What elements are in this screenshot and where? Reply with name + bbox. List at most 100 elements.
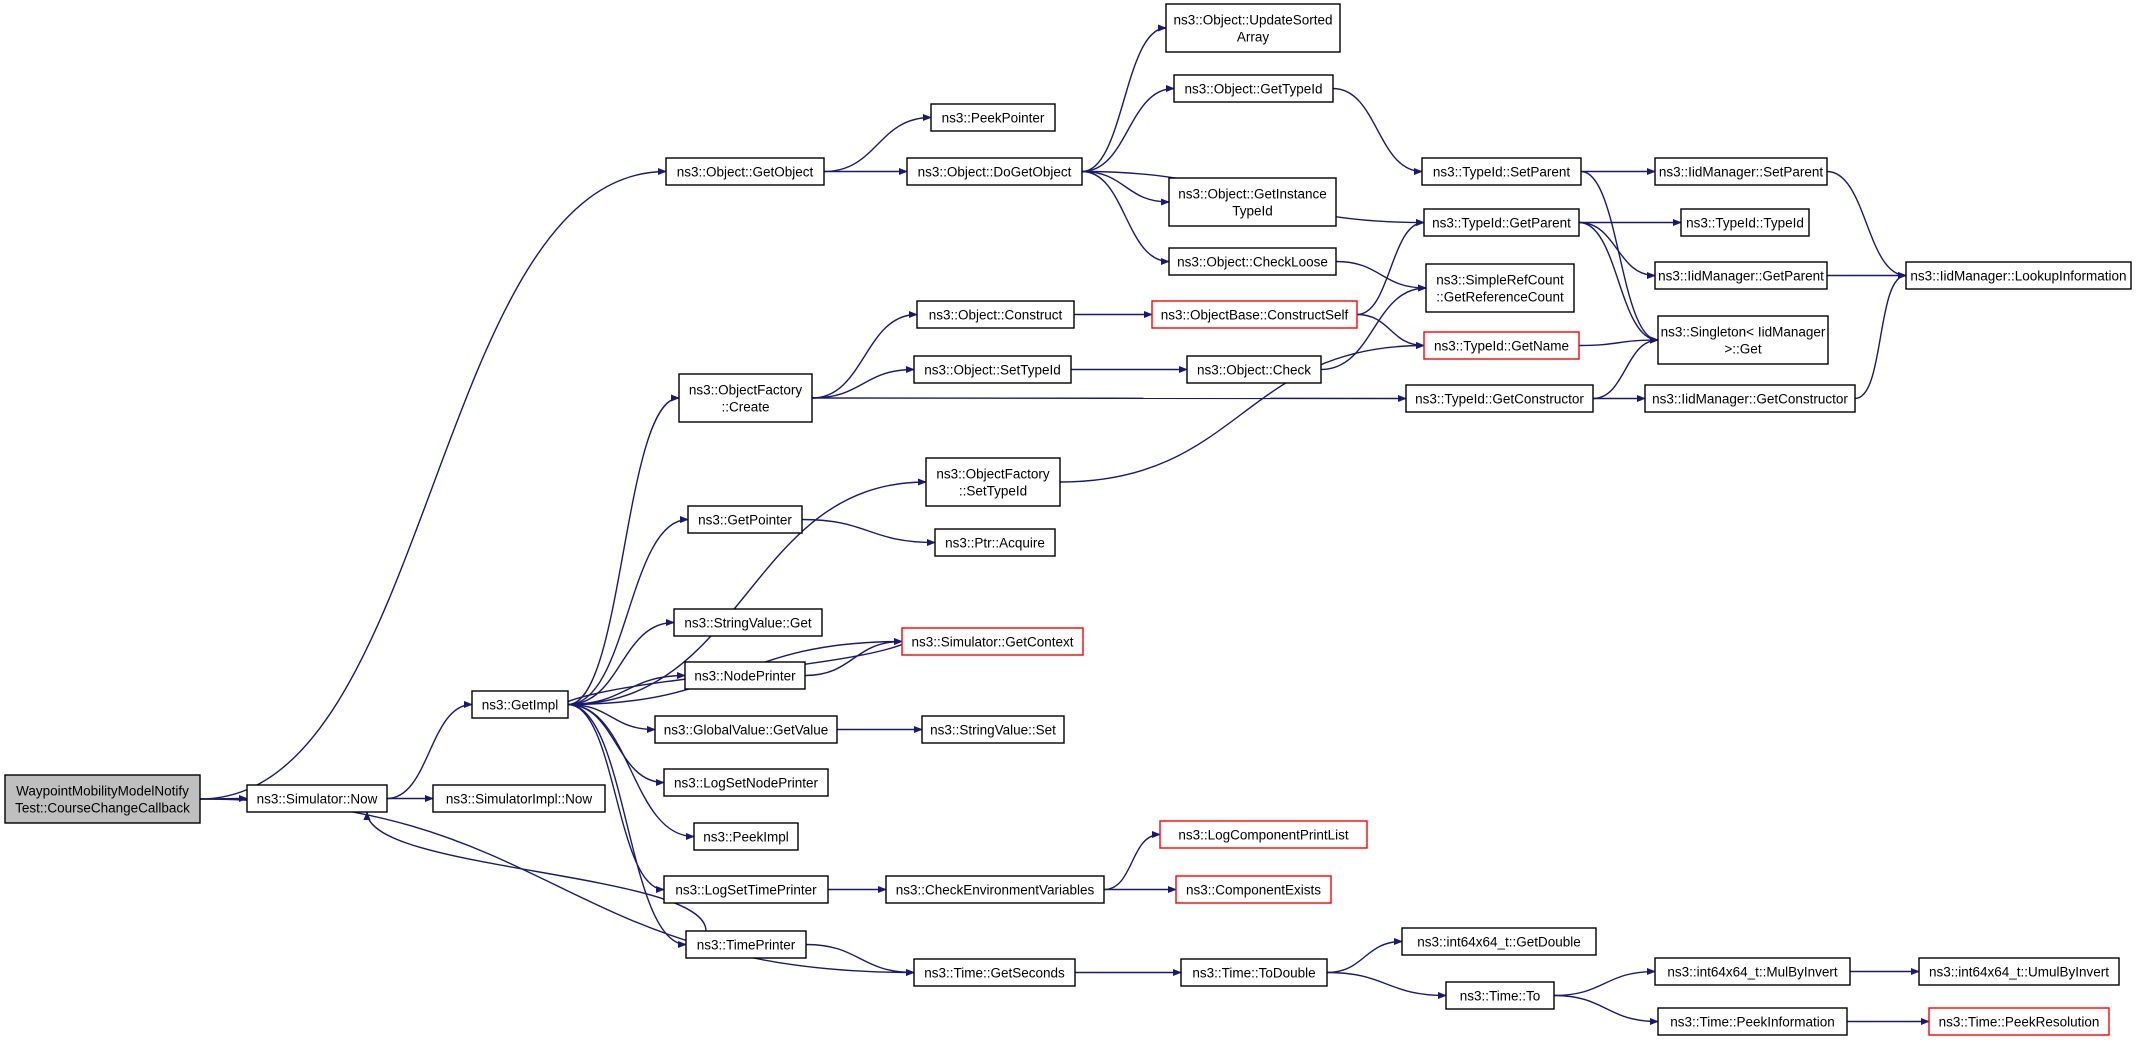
- node-label: ns3::Time::GetSeconds: [924, 966, 1065, 981]
- node-label: ns3::Object::GetTypeId: [1184, 82, 1322, 97]
- edge-objfactory-create-to-tid-getconstructor: [811, 394, 1407, 403]
- node-label: ns3::Object::CheckLoose: [1177, 255, 1328, 270]
- node-ptr-acquire[interactable]: ns3::Ptr::Acquire: [934, 528, 1056, 557]
- node-label: ns3::SimulatorImpl::Now: [446, 792, 593, 807]
- node-label: ns3::TypeId::SetParent: [1433, 165, 1571, 180]
- edge-gettypeid-to-tid-setparent: [1332, 87, 1423, 176]
- node-box: [684, 661, 806, 690]
- node-obj-check[interactable]: ns3::Object::Check: [1186, 355, 1322, 384]
- node-label: ns3::Time::To: [1460, 989, 1541, 1004]
- node-label: ns3::LogComponentPrintList: [1178, 828, 1349, 843]
- node-label: ns3::LogSetNodePrinter: [674, 776, 819, 791]
- node-dogetobject[interactable]: ns3::Object::DoGetObject: [906, 157, 1083, 186]
- node-getimpl[interactable]: ns3::GetImpl: [471, 690, 569, 719]
- node-box: [1175, 875, 1332, 904]
- node-nodeprinter[interactable]: ns3::NodePrinter: [684, 661, 806, 690]
- node-time-peekinformation[interactable]: ns3::Time::PeekInformation: [1657, 1007, 1848, 1036]
- node-label: ns3::Time::PeekInformation: [1670, 1015, 1835, 1030]
- edge-objfactory-settypeid-to-tid-getname: [1059, 341, 1425, 483]
- node-getobject[interactable]: ns3::Object::GetObject: [665, 157, 825, 186]
- node-logcomponentprintlist[interactable]: ns3::LogComponentPrintList: [1159, 820, 1368, 849]
- node-logsetnodeprinter[interactable]: ns3::LogSetNodePrinter: [663, 768, 829, 797]
- node-time-todouble[interactable]: ns3::Time::ToDouble: [1180, 958, 1328, 987]
- edge-root-to-getobject: [199, 167, 667, 800]
- node-time-to[interactable]: ns3::Time::To: [1445, 981, 1555, 1010]
- node-box: [663, 875, 829, 904]
- node-root[interactable]: WaypointMobilityModelNotifyTest::CourseC…: [4, 774, 201, 824]
- node-box: [1918, 957, 2120, 986]
- node-label: ns3::TypeId::GetConstructor: [1415, 392, 1584, 407]
- node-checkenv[interactable]: ns3::CheckEnvironmentVariables: [885, 875, 1105, 904]
- node-obj-construct[interactable]: ns3::Object::Construct: [916, 300, 1075, 329]
- node-box: [673, 608, 823, 637]
- node-simimpl-now[interactable]: ns3::SimulatorImpl::Now: [432, 784, 606, 813]
- node-iid-lookup[interactable]: ns3::IidManager::LookupInformation: [1905, 261, 2132, 290]
- node-box: [1168, 247, 1337, 276]
- edge-timeprinter-to-time-getseconds: [805, 943, 915, 977]
- nodes-layer: WaypointMobilityModelNotifyTest::CourseC…: [4, 3, 2132, 1036]
- node-label: ns3::Simulator::Now: [257, 792, 378, 807]
- node-box: [901, 627, 1084, 656]
- node-getpointer[interactable]: ns3::GetPointer: [687, 505, 803, 534]
- node-stringvalue-get[interactable]: ns3::StringValue::Get: [673, 608, 823, 637]
- edge-time-todouble-to-time-to: [1326, 971, 1447, 1000]
- node-componentexists[interactable]: ns3::ComponentExists: [1175, 875, 1332, 904]
- node-time-getseconds[interactable]: ns3::Time::GetSeconds: [913, 958, 1076, 987]
- node-label: ns3::TypeId::GetName: [1434, 339, 1569, 354]
- node-int64-getdouble[interactable]: ns3::int64x64_t::GetDouble: [1401, 927, 1597, 956]
- node-box: [1680, 208, 1810, 237]
- node-box: [1654, 261, 1828, 290]
- node-label: ns3::Ptr::Acquire: [945, 536, 1045, 551]
- node-box: [1654, 957, 1851, 986]
- edge-getimpl-to-globalvalue-getvalue: [567, 703, 656, 734]
- node-obj-settypeid[interactable]: ns3::Object::SetTypeId: [913, 355, 1072, 384]
- node-box: [916, 300, 1075, 329]
- node-label: ns3::GetImpl: [482, 698, 559, 713]
- node-box: [1405, 384, 1594, 413]
- node-box: [471, 690, 569, 719]
- edge-dogetobject-to-gettypeid: [1081, 84, 1175, 173]
- node-constructself[interactable]: ns3::ObjectBase::ConstructSelf: [1151, 300, 1358, 329]
- node-box: [1905, 261, 2132, 290]
- node-label: ns3::IidManager::LookupInformation: [1910, 269, 2126, 284]
- node-sim-getcontext[interactable]: ns3::Simulator::GetContext: [901, 627, 1084, 656]
- node-tid-typeid[interactable]: ns3::TypeId::TypeId: [1680, 208, 1810, 237]
- node-logsettimeprinter[interactable]: ns3::LogSetTimePrinter: [663, 875, 829, 904]
- node-int64-umulbyinvert[interactable]: ns3::int64x64_t::UmulByInvert: [1918, 957, 2120, 986]
- edge-getimpl-to-peekimpl: [567, 703, 695, 841]
- node-iid-getconstructor[interactable]: ns3::IidManager::GetConstructor: [1644, 384, 1856, 413]
- node-box: [654, 715, 838, 744]
- node-box: [906, 157, 1083, 186]
- node-simplerefcount[interactable]: ns3::SimpleRefCount::GetReferenceCount: [1425, 263, 1575, 313]
- edge-tid-getconstructor-to-singleton: [1592, 336, 1659, 400]
- node-gettypeid[interactable]: ns3::Object::GetTypeId: [1173, 74, 1334, 103]
- node-int64-mulbyinvert[interactable]: ns3::int64x64_t::MulByInvert: [1654, 957, 1851, 986]
- node-box: [246, 784, 388, 813]
- node-globalvalue-getvalue[interactable]: ns3::GlobalValue::GetValue: [654, 715, 838, 744]
- node-tid-getconstructor[interactable]: ns3::TypeId::GetConstructor: [1405, 384, 1594, 413]
- node-peekimpl[interactable]: ns3::PeekImpl: [693, 822, 799, 851]
- node-tid-getparent[interactable]: ns3::TypeId::GetParent: [1423, 208, 1580, 237]
- node-stringvalue-set[interactable]: ns3::StringValue::Set: [921, 715, 1065, 744]
- node-label: >::Get: [1724, 342, 1761, 357]
- node-box: [685, 930, 807, 959]
- edge-getimpl-to-objfactory-create: [567, 394, 680, 706]
- node-label: ::GetReferenceCount: [1436, 290, 1564, 305]
- node-tid-getname[interactable]: ns3::TypeId::GetName: [1423, 331, 1580, 360]
- node-sim-now[interactable]: ns3::Simulator::Now: [246, 784, 388, 813]
- node-iid-setparent[interactable]: ns3::IidManager::SetParent: [1654, 157, 1828, 186]
- node-objfactory-settypeid[interactable]: ns3::ObjectFactory::SetTypeId: [925, 457, 1061, 507]
- node-label: ns3::Time::PeekResolution: [1939, 1015, 2100, 1030]
- node-objfactory-create[interactable]: ns3::ObjectFactory::Create: [678, 373, 813, 423]
- node-timeprinter[interactable]: ns3::TimePrinter: [685, 930, 807, 959]
- node-tid-setparent[interactable]: ns3::TypeId::SetParent: [1421, 157, 1582, 186]
- node-time-peekresolution[interactable]: ns3::Time::PeekResolution: [1928, 1007, 2110, 1036]
- edge-dogetobject-to-getinstance: [1081, 170, 1170, 206]
- node-singleton[interactable]: ns3::Singleton< IidManager >::Get: [1657, 315, 1829, 365]
- node-peekpointer[interactable]: ns3::PeekPointer: [930, 103, 1056, 132]
- node-label: ns3::PeekImpl: [703, 830, 789, 845]
- node-iid-getparent[interactable]: ns3::IidManager::GetParent: [1654, 261, 1828, 290]
- node-checkloose[interactable]: ns3::Object::CheckLoose: [1168, 247, 1337, 276]
